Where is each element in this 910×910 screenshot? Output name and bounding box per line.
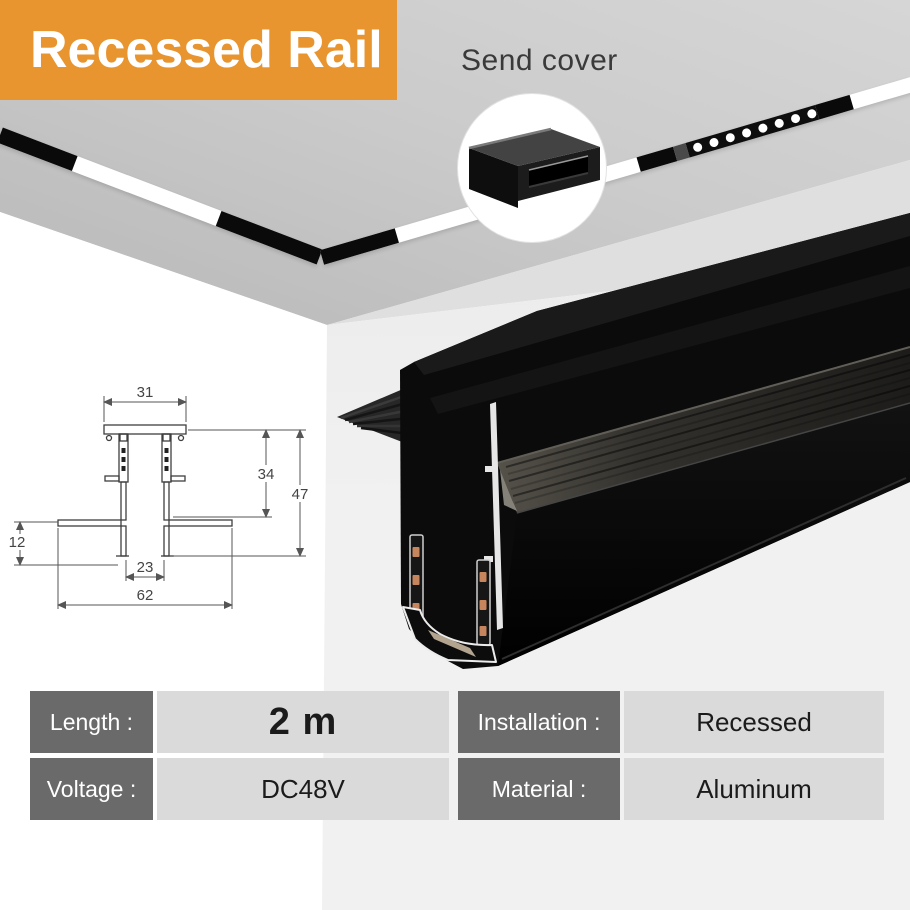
send-cover-inset [457, 93, 607, 243]
spec-value-installation: Recessed [624, 691, 884, 753]
spec-value-voltage: DC48V [157, 758, 449, 820]
spec-label-voltage: Voltage : [30, 758, 153, 820]
spec-value-length: 2 m [157, 691, 449, 753]
spotlight-dot [741, 127, 753, 139]
spec-label-material: Material : [458, 758, 620, 820]
spotlight-dot [757, 122, 769, 134]
spec-label-length: Length : [30, 691, 153, 753]
banner: Recessed Rail [0, 0, 397, 100]
spotlight-dot [708, 136, 720, 149]
spotlight-dot [692, 141, 704, 153]
cover-3d-image [468, 127, 600, 208]
spotlight-dot [724, 132, 736, 144]
spec-label-installation: Installation : [458, 691, 620, 753]
spotlight-dot [789, 112, 802, 125]
spotlight-dot [773, 117, 785, 129]
spec-value-material: Aluminum [624, 758, 884, 820]
send-cover-label: Send cover [461, 44, 618, 77]
product-title: Recessed Rail [30, 21, 383, 79]
